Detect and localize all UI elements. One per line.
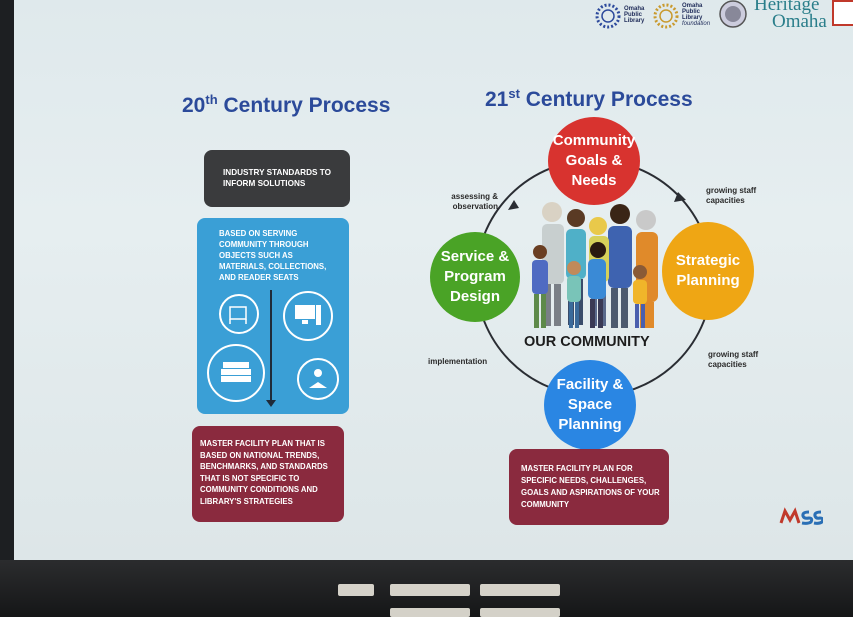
master-plan-specific-box: MASTER FACILITY PLAN FOR SPECIFIC NEEDS,… <box>509 449 669 525</box>
down-arrow <box>270 290 272 402</box>
mss-logo <box>779 506 825 528</box>
heritage-omaha-logo: Heritage Omaha <box>754 0 827 32</box>
room-floor <box>0 560 853 617</box>
growing-staff-bottom-label: growing staff capacities <box>708 350 759 369</box>
person-figure <box>608 204 632 328</box>
foundation-logo-line: Public <box>682 9 701 15</box>
growing-staff-top-label: growing staff capacities <box>706 186 757 205</box>
facility-space-circle: Facility & Space Planning <box>544 360 636 450</box>
serving-community-box: BASED ON SERVING COMMUNITY THROUGH OBJEC… <box>197 218 349 414</box>
arrow-head-icon <box>508 200 519 210</box>
foundation-logo-line: foundation <box>682 21 711 27</box>
heritage-logo-line: Omaha <box>772 11 827 32</box>
window-light <box>480 608 560 617</box>
foundation-seal-icon <box>653 3 679 29</box>
our-community-label: OUR COMMUNITY <box>524 334 650 350</box>
left-title: 20th Century Process <box>182 92 391 117</box>
opl-seal-icon <box>595 3 621 29</box>
window-light <box>338 584 374 596</box>
opl-logo-line: Public <box>624 12 643 18</box>
opl-logo-line: Omaha <box>624 6 645 12</box>
window-light <box>390 608 470 617</box>
assessing-observation-label: assessing & observation <box>451 192 498 211</box>
implementation-label: implementation <box>428 357 488 366</box>
opl-logo-line: Library <box>624 18 645 24</box>
arrow-head-icon <box>674 192 686 202</box>
serving-community-text: BASED ON SERVING COMMUNITY THROUGH OBJEC… <box>219 229 327 282</box>
partner-logo-partial <box>832 0 853 26</box>
person-figure <box>633 265 647 328</box>
reader-icon <box>297 358 339 400</box>
down-arrow-head <box>266 400 276 407</box>
right-title: 21st Century Process <box>485 86 693 111</box>
person-figure <box>588 242 606 328</box>
industry-standards-text: INDUSTRY STANDARDS TO INFORM SOLUTIONS <box>223 168 331 188</box>
service-program-circle: Service & Program Design <box>430 232 520 322</box>
industry-standards-box: INDUSTRY STANDARDS TO INFORM SOLUTIONS <box>204 150 350 207</box>
person-figure <box>532 245 548 328</box>
books-icon <box>207 344 265 402</box>
community-people-illustration <box>532 202 658 328</box>
window-light <box>480 584 560 596</box>
heritage-logo-line: Heritage <box>754 0 820 15</box>
foundation-logo-line: Library <box>682 15 703 21</box>
strategic-planning-circle: Strategic Planning <box>662 222 754 320</box>
computer-icon <box>283 291 333 341</box>
desk-icon <box>219 294 259 334</box>
city-seal-icon <box>719 0 747 28</box>
master-plan-specific-text: MASTER FACILITY PLAN FOR SPECIFIC NEEDS,… <box>521 464 660 509</box>
presentation-slide: Omaha Public Library Omaha Public Librar… <box>14 0 853 560</box>
master-plan-national-box: MASTER FACILITY PLAN THAT IS BASED ON NA… <box>192 426 344 522</box>
window-light <box>390 584 470 596</box>
foundation-logo-line: Omaha <box>682 3 703 9</box>
mss-logo-icon <box>779 507 825 525</box>
omaha-public-library-logo: Omaha Public Library <box>594 2 654 32</box>
library-foundation-logo: Omaha Public Library foundation <box>652 2 716 32</box>
community-goals-circle: Community Goals & Needs <box>548 117 640 205</box>
master-plan-national-text: MASTER FACILITY PLAN THAT IS BASED ON NA… <box>200 439 328 506</box>
person-figure <box>567 261 581 328</box>
